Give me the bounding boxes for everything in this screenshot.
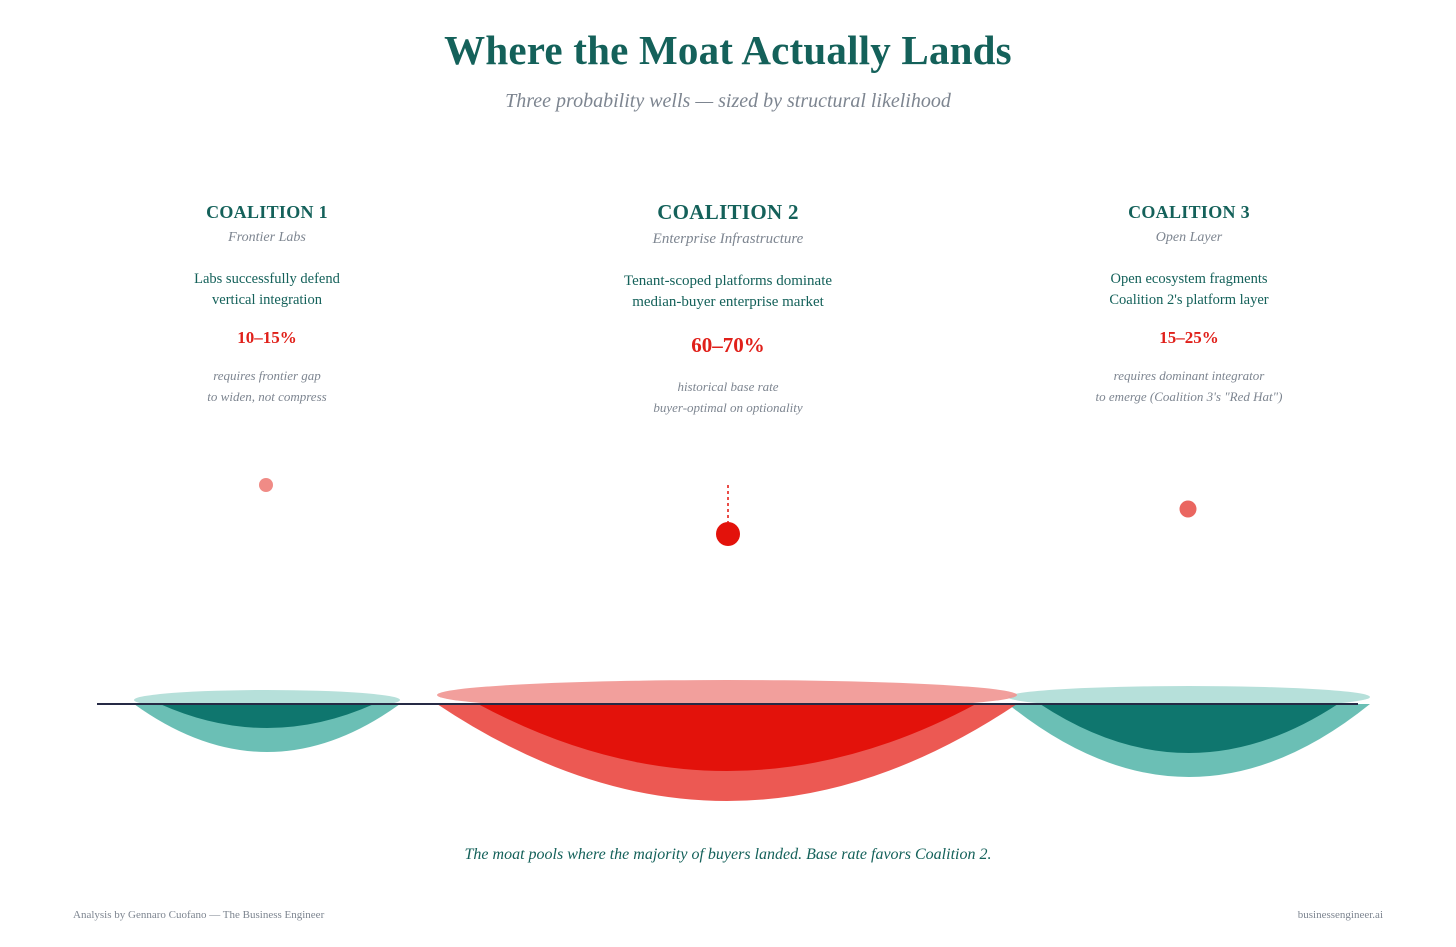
coalition-1-card: COALITION 1 Frontier Labs Labs successfu… xyxy=(87,202,447,407)
coalition-1-name: COALITION 1 xyxy=(206,202,328,222)
coalition-1-subtitle: Frontier Labs xyxy=(228,230,306,245)
coalition-2-note-line-1: historical base rate xyxy=(677,379,779,394)
well-2-inner-basin xyxy=(478,704,976,771)
coalition-2-card: COALITION 2 Enterprise Infrastructure Te… xyxy=(548,200,908,418)
well-2-rim xyxy=(437,680,1017,710)
page-title: Where the Moat Actually Lands xyxy=(444,27,1012,73)
coalition-1-ball xyxy=(259,478,273,492)
coalition-3-note-line-1: requires dominant integrator xyxy=(1113,368,1265,383)
coalition-2-probability: 60–70% xyxy=(691,333,765,357)
coalition-3-ball xyxy=(1179,500,1197,518)
well-1-inner-basin xyxy=(160,704,374,728)
coalition-3-desc-line-2: Coalition 2's platform layer xyxy=(1109,292,1269,308)
well-coalition-2 xyxy=(437,680,1017,801)
coalition-3-subtitle: Open Layer xyxy=(1155,230,1223,245)
footer-attribution: Analysis by Gennaro Cuofano — The Busine… xyxy=(73,909,325,921)
coalition-3-desc-line-1: Open ecosystem fragments xyxy=(1110,271,1268,287)
coalition-2-subtitle: Enterprise Infrastructure xyxy=(652,231,804,247)
coalition-2-note: historical base rate buyer-optimal on op… xyxy=(548,376,908,418)
page-subtitle: Three probability wells — sized by struc… xyxy=(505,90,951,112)
diagram-caption: The moat pools where the majority of buy… xyxy=(464,846,992,863)
coalition-3-note: requires dominant integrator to emerge (… xyxy=(1009,365,1369,407)
coalition-2-ball xyxy=(716,522,740,546)
coalition-2-desc-line-2: median-buyer enterprise market xyxy=(632,294,824,310)
well-coalition-3 xyxy=(1008,686,1370,777)
coalition-3-note-line-2: to emerge (Coalition 3's "Red Hat") xyxy=(1095,389,1283,404)
coalition-2-note-line-2: buyer-optimal on optionality xyxy=(653,400,803,415)
coalition-2-name: COALITION 2 xyxy=(657,200,799,224)
coalition-2-desc-line-1: Tenant-scoped platforms dominate xyxy=(623,273,833,289)
coalition-1-desc-line-1: Labs successfully defend xyxy=(194,271,340,287)
coalition-1-desc-line-2: vertical integration xyxy=(212,292,322,308)
coalition-3-card: COALITION 3 Open Layer Open ecosystem fr… xyxy=(1009,202,1369,407)
well-3-rim xyxy=(1008,686,1370,708)
coalition-3-description: Open ecosystem fragments Coalition 2's p… xyxy=(1009,269,1369,311)
coalition-1-note-line-2: to widen, not compress xyxy=(207,389,327,404)
coalition-2-description: Tenant-scoped platforms dominate median-… xyxy=(548,271,908,313)
coalition-3-name: COALITION 3 xyxy=(1128,202,1250,222)
well-3-inner-basin xyxy=(1040,704,1338,753)
coalition-1-note-line-1: requires frontier gap xyxy=(213,368,321,383)
coalition-1-description: Labs successfully defend vertical integr… xyxy=(87,269,447,311)
coalition-1-probability: 10–15% xyxy=(237,328,297,347)
coalition-3-probability: 15–25% xyxy=(1159,328,1219,347)
footer-site: businessengineer.ai xyxy=(1297,909,1383,921)
coalition-1-note: requires frontier gap to widen, not comp… xyxy=(87,365,447,407)
well-coalition-1 xyxy=(134,690,400,752)
